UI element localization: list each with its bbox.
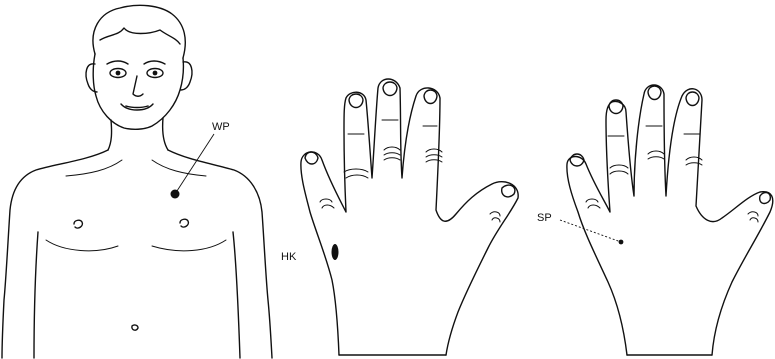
nose: [133, 76, 143, 96]
left-shoulder-arm: [2, 150, 108, 358]
left-pec: [46, 240, 118, 251]
wp-label: WP: [212, 121, 230, 133]
right-nipple: [180, 219, 188, 227]
navel: [132, 325, 138, 330]
left-pupil: [116, 71, 121, 76]
left-inner-arm: [34, 232, 38, 358]
mouth: [121, 104, 153, 110]
hair: [93, 5, 185, 58]
right-inner-arm: [233, 232, 240, 358]
hk-label: HK: [281, 251, 297, 263]
left-brow: [107, 61, 128, 64]
hand-back-outline: [301, 79, 518, 355]
hand-back-figure: HK: [281, 79, 518, 355]
pinky-nail: [305, 152, 318, 164]
sp-label: SP: [537, 212, 552, 224]
hk-point-marker: [332, 244, 339, 260]
left-nipple: [74, 220, 82, 228]
palm-crease-lines: [586, 126, 758, 222]
right-pec: [152, 240, 226, 251]
right-collarbone: [152, 160, 206, 176]
right-pupil: [153, 71, 158, 76]
knuckle-lines: [320, 120, 500, 222]
left-collarbone: [66, 160, 122, 176]
palm-middle-nail: [648, 86, 661, 100]
middle-nail: [383, 82, 397, 96]
hand-palm-figure: SP: [537, 85, 773, 355]
head-outline: [93, 54, 183, 129]
right-brow: [144, 61, 165, 64]
index-nail: [424, 90, 437, 104]
left-ear: [86, 64, 97, 92]
palm-index-nail: [686, 92, 699, 106]
ring-nail: [349, 94, 363, 108]
sp-leader-line: [560, 220, 621, 242]
palm-thumb-nail: [760, 193, 771, 204]
torso-figure: WP: [2, 5, 272, 358]
neck: [108, 118, 168, 150]
thumb-nail: [502, 185, 515, 197]
palm-pinky-nail: [570, 154, 584, 166]
hand-palm-outline: [567, 85, 773, 355]
